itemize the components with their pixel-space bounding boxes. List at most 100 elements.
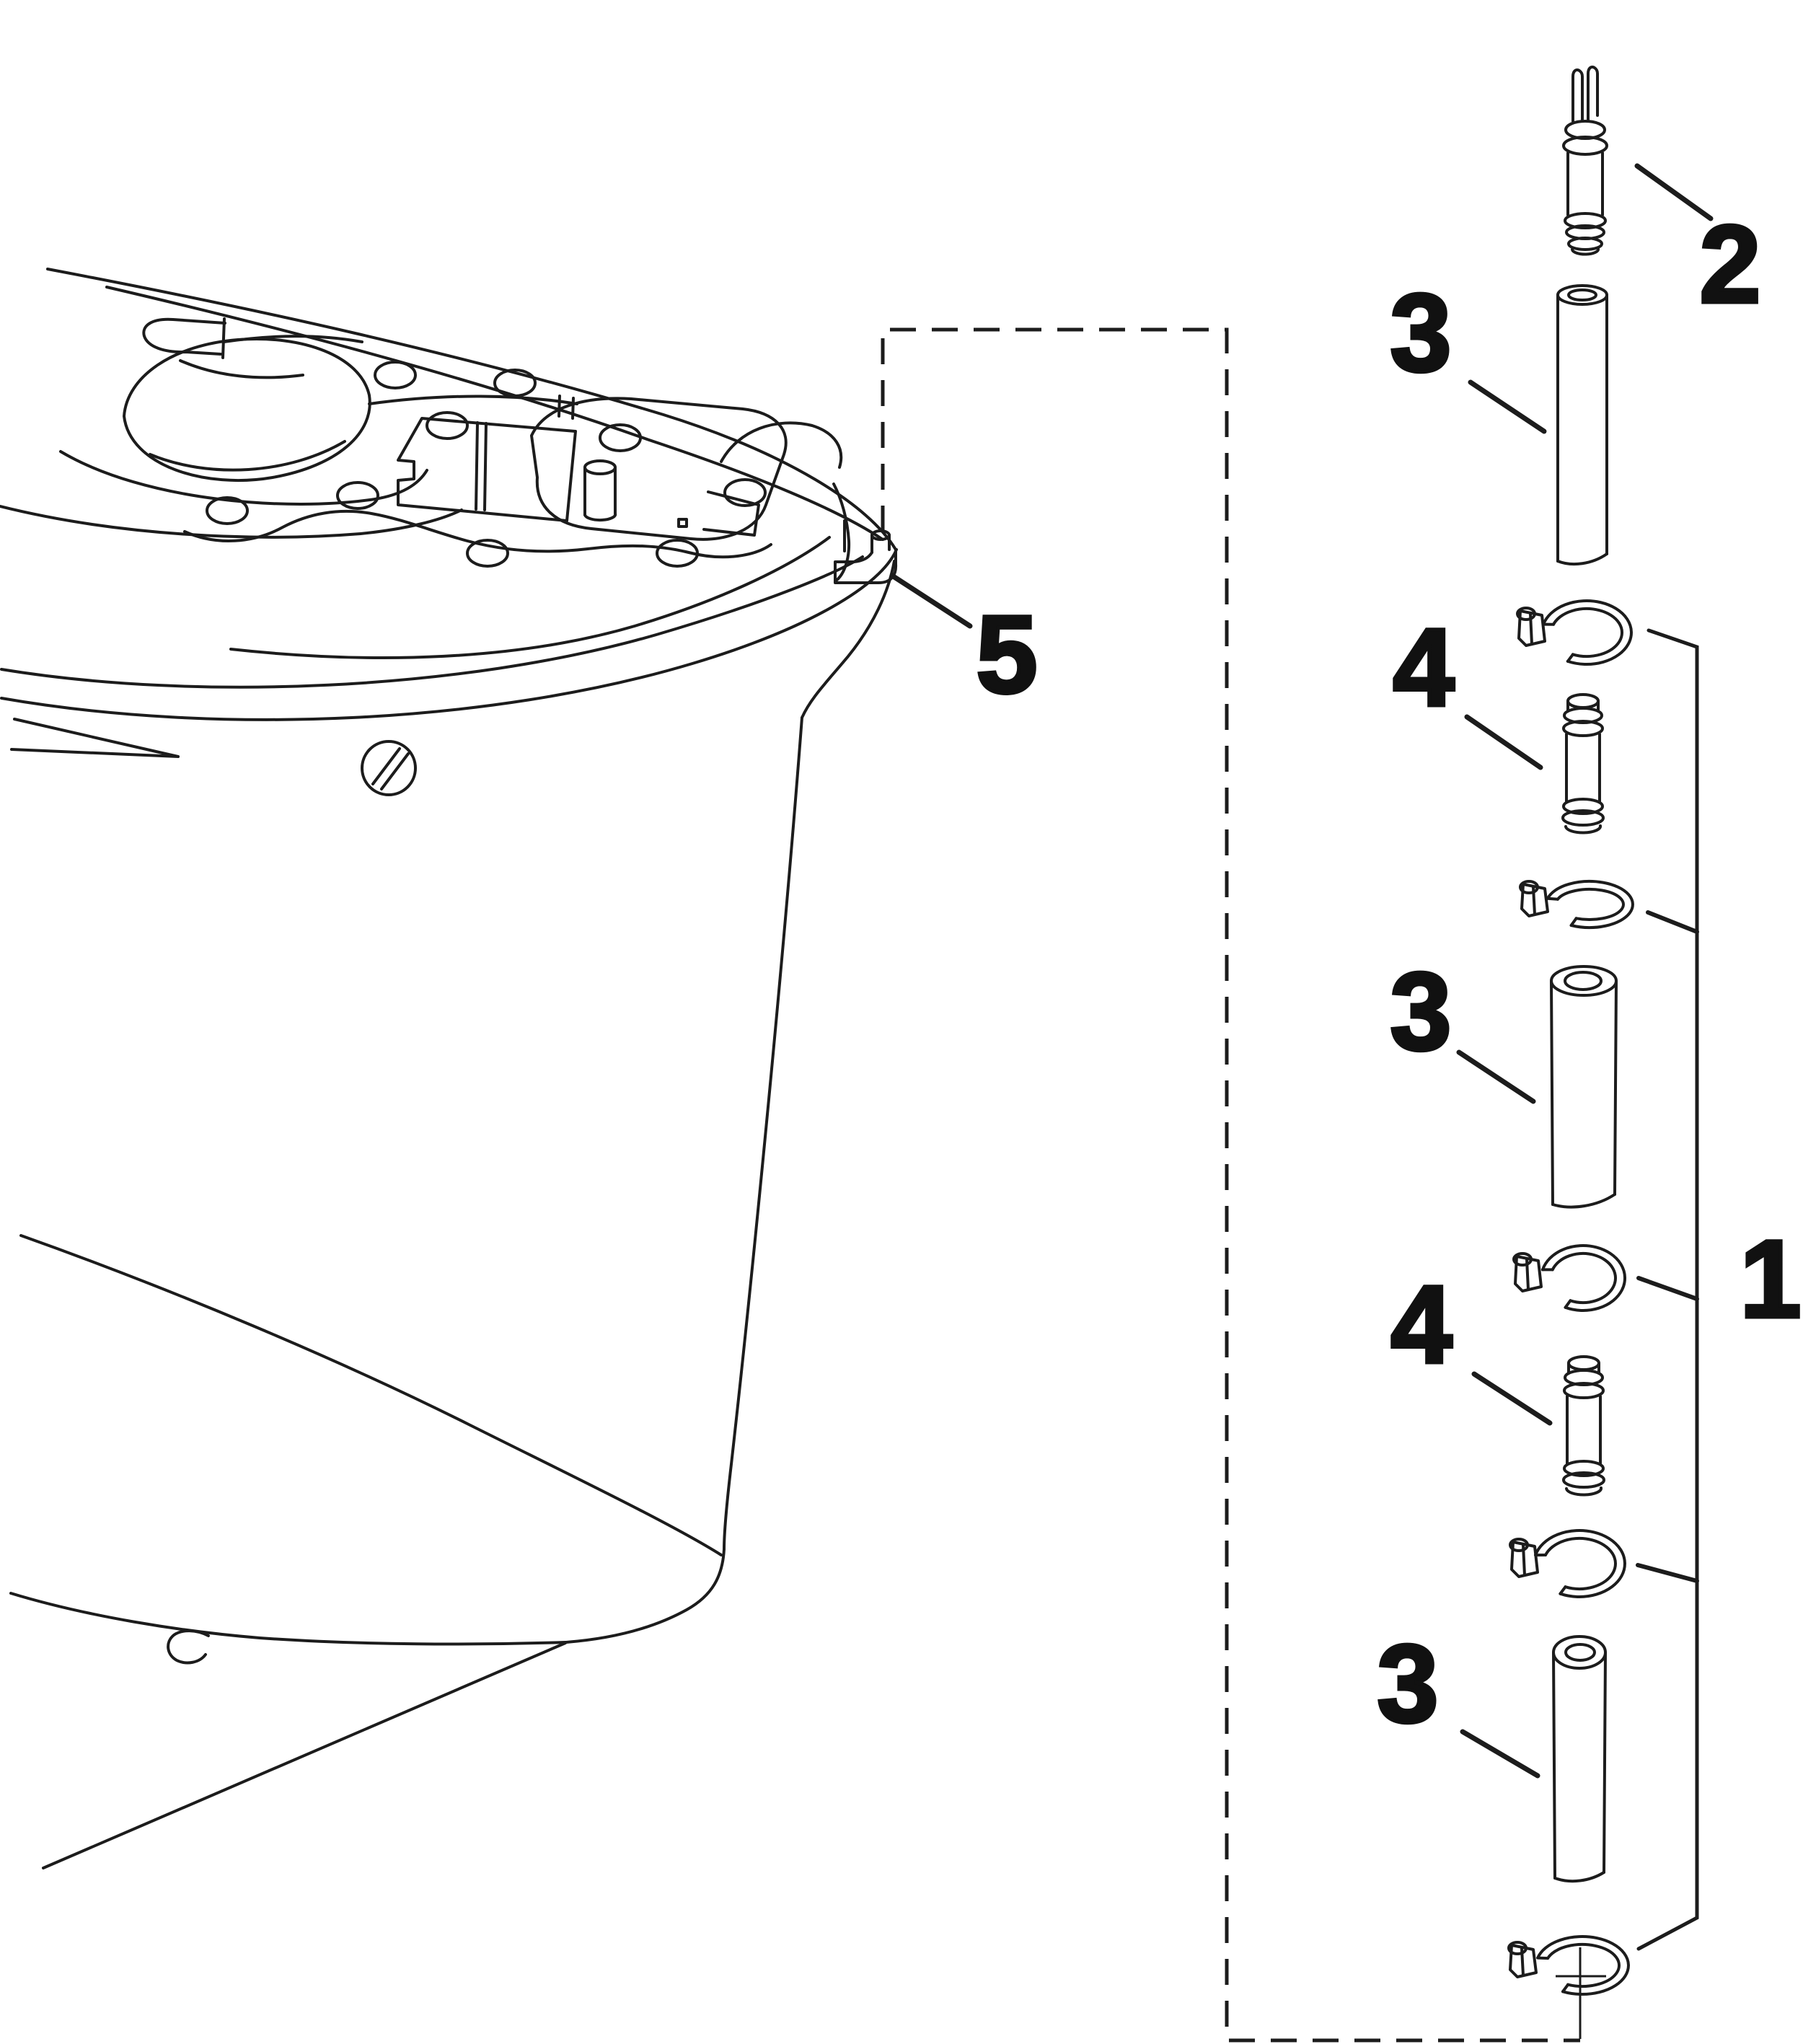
hose-clamp-1-stroke-1 — [1542, 599, 1633, 666]
water-pickup-hook — [167, 1629, 210, 1665]
hose-middle-part3-stroke-2 — [1564, 971, 1603, 991]
callout-labels: 2 3 4 3 1 4 3 5 — [974, 201, 1803, 1748]
bolt-holes-stroke-8 — [656, 539, 699, 568]
leader-4b — [1471, 1371, 1553, 1426]
gearcase-body — [9, 716, 803, 1869]
leader-3c — [1460, 1729, 1540, 1779]
exhaust-rib — [475, 421, 488, 511]
leader-4a — [1464, 714, 1543, 770]
callout-3a: 3 — [1390, 271, 1451, 395]
hose-upper-part3-stroke-2 — [1567, 288, 1597, 301]
hose-clamp-1-stroke-5 — [1516, 607, 1536, 621]
callout-4b: 4 — [1390, 1263, 1452, 1386]
plate-inner-arc-1 — [0, 505, 463, 539]
plate-rim-mid — [0, 555, 864, 689]
dowel-dot — [677, 518, 688, 528]
callout-3b: 3 — [1390, 950, 1451, 1073]
speedometer-fitting-part2-stroke-5 — [1567, 237, 1603, 251]
hose-clamp-1-stroke-2 — [1552, 607, 1624, 658]
hose-clamp-2-stroke-2 — [1556, 887, 1625, 921]
dashed-route-stroke-1 — [881, 327, 1580, 2043]
dashed-route — [881, 327, 1606, 2043]
hose-lower-part3-stroke-4 — [1553, 1871, 1605, 1883]
bolt-holes-stroke-5 — [206, 496, 249, 525]
prong-right — [1587, 65, 1599, 121]
boss-arc — [720, 421, 843, 469]
elbow-fitting-part5-stroke-3 — [834, 548, 898, 584]
hose-clamp-5-stroke-2 — [1546, 1943, 1621, 1988]
speedometer-fitting-part2-stroke-6 — [1571, 247, 1600, 256]
plateau-face — [530, 397, 788, 541]
clamp-screw-block — [1509, 1944, 1538, 1978]
hose-clamp-4-stroke-5 — [1509, 1538, 1529, 1552]
hose-lower-part3-stroke-2 — [1564, 1643, 1596, 1662]
connector-lower-part4-stroke-4 — [1563, 1382, 1605, 1399]
bolt-holes-stroke-9 — [723, 478, 767, 507]
hose-clamp-2-stroke-1 — [1546, 880, 1634, 929]
clamp-screw-block — [1510, 1541, 1539, 1578]
bolt-holes — [206, 361, 767, 568]
prong-left — [1571, 68, 1584, 123]
driveshaft-step-arc — [179, 359, 304, 379]
plate-scalloped-edge — [183, 509, 772, 559]
hose-upper-part3-stroke-4 — [1556, 552, 1608, 566]
flange-openings — [123, 338, 896, 719]
hose-clamp-5-stroke-1 — [1536, 1935, 1630, 1996]
connector-upper-part4-stroke-2 — [1566, 700, 1600, 713]
plate-rim-outer — [0, 548, 898, 721]
callout-3c: 3 — [1377, 1622, 1438, 1745]
gearcase-drawing — [0, 268, 898, 1869]
upper-casting-lines-stroke-2 — [105, 286, 884, 541]
tip-underside-arc — [801, 560, 896, 719]
connector-upper-part4-stroke-8 — [1564, 824, 1602, 834]
casting-fork-bar — [221, 317, 226, 359]
connector-upper-part4-stroke-4 — [1562, 720, 1604, 737]
plate-inner-arc-2 — [59, 450, 428, 506]
plate-ridge — [368, 395, 578, 405]
connector-upper-part4 — [1561, 693, 1605, 834]
connector-upper-part4-stroke-1 — [1566, 693, 1600, 709]
connector-lower-part4-stroke-8 — [1565, 1486, 1603, 1497]
connector-lower-part4-stroke-5 — [1566, 1395, 1602, 1466]
bracket-tick-2 — [1646, 910, 1699, 934]
plate-rim-inner — [229, 536, 831, 659]
connector-lower-part4-stroke-7 — [1562, 1471, 1605, 1489]
hose-clamp-1 — [1516, 599, 1633, 666]
speedometer-fitting-part2-stroke-3 — [1564, 212, 1607, 229]
skeg-edge — [42, 1642, 567, 1869]
hose-clamp-4-stroke-1 — [1534, 1529, 1626, 1598]
hose-clamp-5-stroke-3 — [1536, 1956, 1570, 1994]
body-nose-bottom — [565, 1548, 726, 1644]
stud-cylinder-stroke-1 — [583, 459, 617, 475]
connector-lower-part4-stroke-1 — [1567, 1355, 1600, 1371]
elbow-fitting-part5-stroke-2 — [870, 534, 891, 554]
hose-lower-part3-stroke-3 — [1552, 1651, 1607, 1880]
hose-clamp-3-stroke-2 — [1551, 1252, 1617, 1304]
casting-fork — [142, 317, 226, 356]
stud-cylinder — [583, 459, 617, 522]
driveshaft-bore-arc — [149, 440, 346, 472]
screw-slot — [371, 747, 410, 790]
clamp-screw-block — [1520, 883, 1549, 917]
connector-upper-part4-stroke-7 — [1561, 809, 1605, 827]
hose-middle-part3-stroke-3 — [1550, 979, 1618, 1206]
drain-screw — [361, 740, 417, 796]
exhaust-opening — [397, 417, 577, 522]
hose-clamp-1-stroke-3 — [1542, 622, 1574, 663]
hose-upper-part3 — [1556, 284, 1608, 566]
hose-clamp-5 — [1507, 1935, 1630, 1996]
callout-1: 1 — [1740, 1217, 1801, 1341]
flange-plate — [0, 395, 898, 721]
callout-4a: 4 — [1393, 606, 1454, 729]
assembly-bracket-stroke-1 — [1636, 628, 1699, 1951]
tip-step-curve — [832, 483, 851, 583]
body-left-edge — [19, 1234, 723, 1556]
clamp-screw-block — [1514, 1255, 1543, 1292]
bolt-holes-stroke-7 — [466, 539, 509, 568]
hose-middle-part3-stroke-4 — [1551, 1193, 1616, 1209]
hose-middle-part3 — [1550, 965, 1618, 1209]
hose-lower-part3 — [1552, 1635, 1607, 1883]
connector-lower-part4-stroke-6 — [1563, 1460, 1605, 1477]
speedometer-fitting-part2 — [1562, 65, 1608, 256]
